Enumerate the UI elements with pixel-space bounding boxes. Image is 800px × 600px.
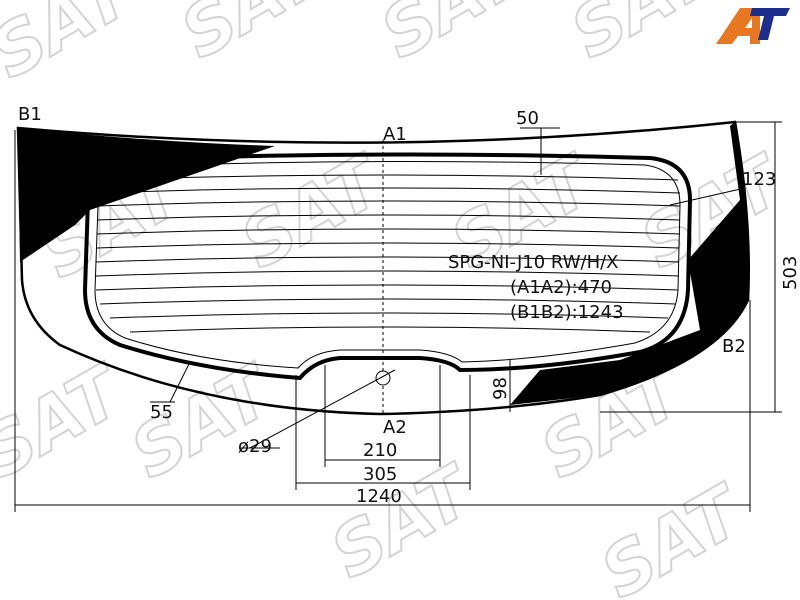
- brand-logo: [716, 8, 790, 44]
- watermark: SAT: [0, 0, 149, 95]
- watermark: SAT: [168, 0, 340, 75]
- part-b1b2: (B1B2):1243: [510, 302, 624, 323]
- heated-area-inner: [94, 160, 681, 369]
- dim-bottom-band: 55: [150, 402, 173, 423]
- heated-area-outline: [82, 152, 693, 381]
- dim-top-band: 50: [516, 108, 539, 129]
- logo-letter-t: [750, 8, 790, 40]
- dim-305: 305: [363, 464, 397, 485]
- part-a1a2: (A1A2):470: [510, 277, 612, 298]
- watermark: SAT: [558, 0, 730, 75]
- dim-hole-diameter: ø29: [238, 436, 272, 457]
- point-b2-label: B2: [722, 336, 746, 357]
- watermark: SAT: [0, 348, 139, 494]
- watermark: SAT: [118, 348, 290, 494]
- hole-circle: [375, 370, 391, 386]
- watermark: SAT: [588, 468, 760, 600]
- black-band-right: [510, 122, 749, 405]
- watermark: SAT: [228, 138, 400, 284]
- watermark: SAT: [318, 448, 490, 594]
- black-band-left: [18, 128, 275, 262]
- dim-side-band: 123: [742, 169, 776, 190]
- point-b1-label: B1: [18, 104, 42, 125]
- dim-503: 503: [780, 256, 800, 290]
- part-code: SPG-NI-J10 RW/H/X: [448, 252, 619, 273]
- point-a2-label: A2: [383, 417, 407, 438]
- heater-lines: [95, 174, 681, 333]
- point-a1-label: A1: [383, 124, 407, 145]
- watermark: SAT: [368, 0, 540, 75]
- dimension-lines: [14, 121, 782, 512]
- dim-210: 210: [363, 440, 397, 461]
- dim-1240: 1240: [356, 486, 402, 507]
- logo-letter-a: [716, 8, 760, 44]
- dim-98: 98: [490, 377, 511, 400]
